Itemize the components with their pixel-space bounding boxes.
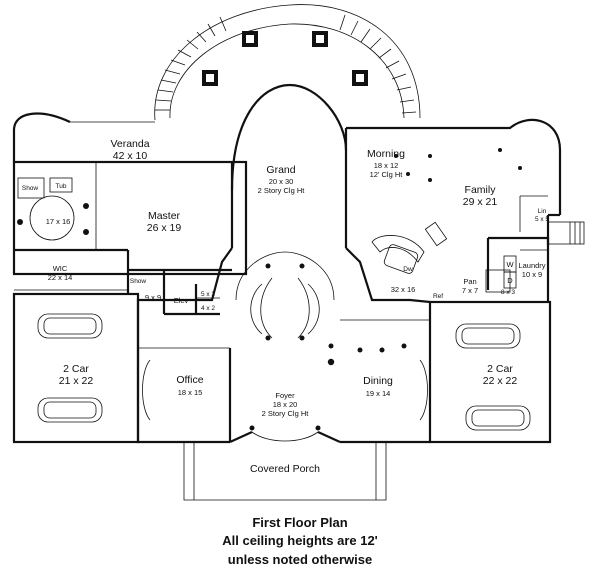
grand-name: Grand [266,164,295,176]
laundry-dims: 10 x 9 [522,270,542,279]
dryer-name: D [507,276,513,285]
interior-walls [14,162,548,442]
room-master-bath: Show Tub 17 x 16 [22,183,70,226]
caption-line-3: unless noted otherwise [228,552,372,567]
room-veranda: Veranda 42 x 10 [110,138,149,162]
rear-terrace-stairs [154,4,421,191]
garage-left-name: 2 Car [63,363,89,375]
room-garage-left: 2 Car 21 x 22 [59,363,94,387]
foyer-name: Foyer [275,391,295,400]
morning-dims: 18 x 12 [374,161,399,170]
grand-note: 2 Story Clg Ht [258,186,306,195]
master-shower-name: Show [22,185,39,192]
laundry-name: Laundry [518,261,545,270]
office-name: Office [176,374,203,386]
veranda-dims: 42 x 10 [113,150,148,162]
room-foyer: Foyer 18 x 20 2 Story Clg Ht [262,391,310,418]
room-dining: Dining 19 x 14 [363,375,393,398]
morning-name: Morning [367,148,405,160]
plan-caption: First Floor Plan All ceiling heights are… [222,515,378,567]
pantry-dims: 7 x 7 [462,286,478,295]
exterior-walls [12,112,585,444]
porch-name: Covered Porch [250,463,320,475]
closet-8x3-dims: 8 x 3 [501,289,515,296]
office-dims: 18 x 15 [178,388,203,397]
room-garage-right: 2 Car 22 x 22 [483,363,518,387]
kitchen-dims: 32 x 16 [391,285,416,294]
dining-name: Dining [363,375,393,387]
garage-right-name: 2 Car [487,363,513,375]
room-master: Master 26 x 19 [147,210,182,234]
morning-note: 12' Clg Ht [370,170,404,179]
garage-right-dims: 22 x 22 [483,375,518,387]
wic-name: WIC [53,264,68,273]
room-morning: Morning 18 x 12 12' Clg Ht [367,148,405,179]
small-shower-name: Show [130,278,147,285]
master-dims: 26 x 19 [147,222,182,234]
room-grand: Grand 20 x 30 2 Story Clg Ht [258,164,306,195]
pantry-name: Pan [463,277,476,286]
room-porch: Covered Porch [250,463,320,475]
closet-5x3-dims: 5 x 3 [201,291,215,298]
caption-line-2: All ceiling heights are 12' [222,533,378,548]
master-bath-dims: 17 x 16 [46,217,71,226]
closet-9x9-dims: 9 x 9 [145,293,161,302]
grand-dims: 20 x 30 [269,177,294,186]
foyer-note: 2 Story Clg Ht [262,409,310,418]
room-small-closets: Show 9 x 9 Elev 5 x 3 4 x 2 [130,278,216,312]
room-office: Office 18 x 15 [176,374,203,397]
lin-name: Lin [538,208,547,215]
dw-name: Dw [403,266,413,273]
closet-4x2-dims: 4 x 2 [201,305,215,312]
tub-name: Tub [56,183,67,190]
veranda-name: Veranda [110,138,149,150]
room-wic: WIC 22 x 14 [48,264,73,282]
room-kitchen: Dw 32 x 16 Ref [391,266,444,300]
family-name: Family [465,184,497,196]
room-utility: Pan 7 x 7 Lin 5 x 5 Laundry 10 x 9 W D 8… [462,208,550,296]
room-family: Family 29 x 21 [463,184,498,208]
family-dims: 29 x 21 [463,196,498,208]
terrace-columns [202,31,368,86]
dining-dims: 19 x 14 [366,389,391,398]
wic-dims: 22 x 14 [48,273,73,282]
garage-left-dims: 21 x 22 [59,375,94,387]
lin-dims: 5 x 5 [535,216,549,223]
foyer-dims: 18 x 20 [273,400,298,409]
ref-name: Ref [433,293,443,300]
covered-porch [183,442,387,501]
washer-name: W [506,260,514,269]
columns [17,148,522,431]
elev-name: Elev [174,296,189,305]
master-name: Master [148,210,181,222]
caption-title: First Floor Plan [252,515,347,530]
